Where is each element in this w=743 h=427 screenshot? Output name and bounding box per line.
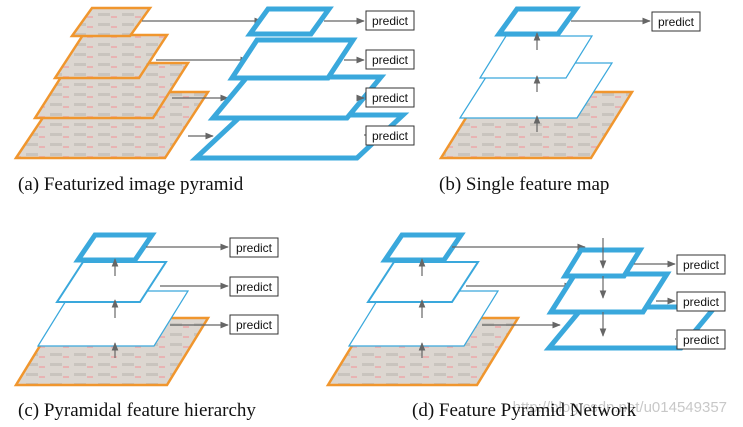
predict-box: predict (676, 291, 726, 312)
predict-box: predict (229, 276, 279, 297)
caption-c: (c) Pyramidal feature hierarchy (18, 400, 256, 421)
panel-d: predict predict predict http://blog.csdn… (325, 232, 727, 421)
predict-label: predict (236, 280, 273, 294)
panel-c: predict predict predict (c) Pyramidal fe… (13, 232, 279, 421)
predict-label: predict (683, 333, 720, 347)
image-level-2 (52, 33, 170, 80)
feature-level-1 (73, 232, 157, 263)
caption-d: (d) Feature Pyramid Network (412, 400, 637, 421)
bottom-up-level-3 (347, 290, 500, 347)
predict-label: predict (236, 241, 273, 255)
predict-box: predict (229, 314, 279, 335)
predict-box: predict (229, 237, 279, 258)
predict-box: predict (365, 87, 415, 108)
feature-map-3 (207, 74, 387, 121)
predict-box: predict (651, 11, 701, 32)
panel-a: predict predict predict predict (a) Feat… (13, 6, 415, 195)
predict-label: predict (372, 14, 409, 28)
panel-b: predict (b) Single feature map (438, 6, 701, 195)
feature-map-4 (189, 112, 410, 161)
predict-label: predict (683, 258, 720, 272)
predict-label: predict (372, 129, 409, 143)
feature-map-2 (227, 37, 358, 81)
predict-label: predict (372, 53, 409, 67)
predict-label: predict (236, 318, 273, 332)
predict-box: predict (365, 125, 415, 146)
feature-level-1 (494, 6, 581, 37)
predict-box: predict (365, 10, 415, 31)
image-level-1 (69, 6, 153, 38)
bottom-up-level-1 (380, 232, 466, 263)
caption-b: (b) Single feature map (439, 174, 609, 195)
predict-label: predict (658, 15, 695, 29)
predict-box: predict (676, 329, 726, 350)
top-down-level-2 (546, 271, 672, 315)
feature-map-1 (245, 6, 334, 37)
predict-box: predict (365, 49, 415, 70)
watermark: http://blog.csdn.net/u014549357 (513, 399, 727, 416)
predict-label: predict (372, 91, 409, 105)
predict-label: predict (683, 295, 720, 309)
predict-box: predict (676, 254, 726, 275)
caption-a: (a) Featurized image pyramid (18, 174, 244, 195)
